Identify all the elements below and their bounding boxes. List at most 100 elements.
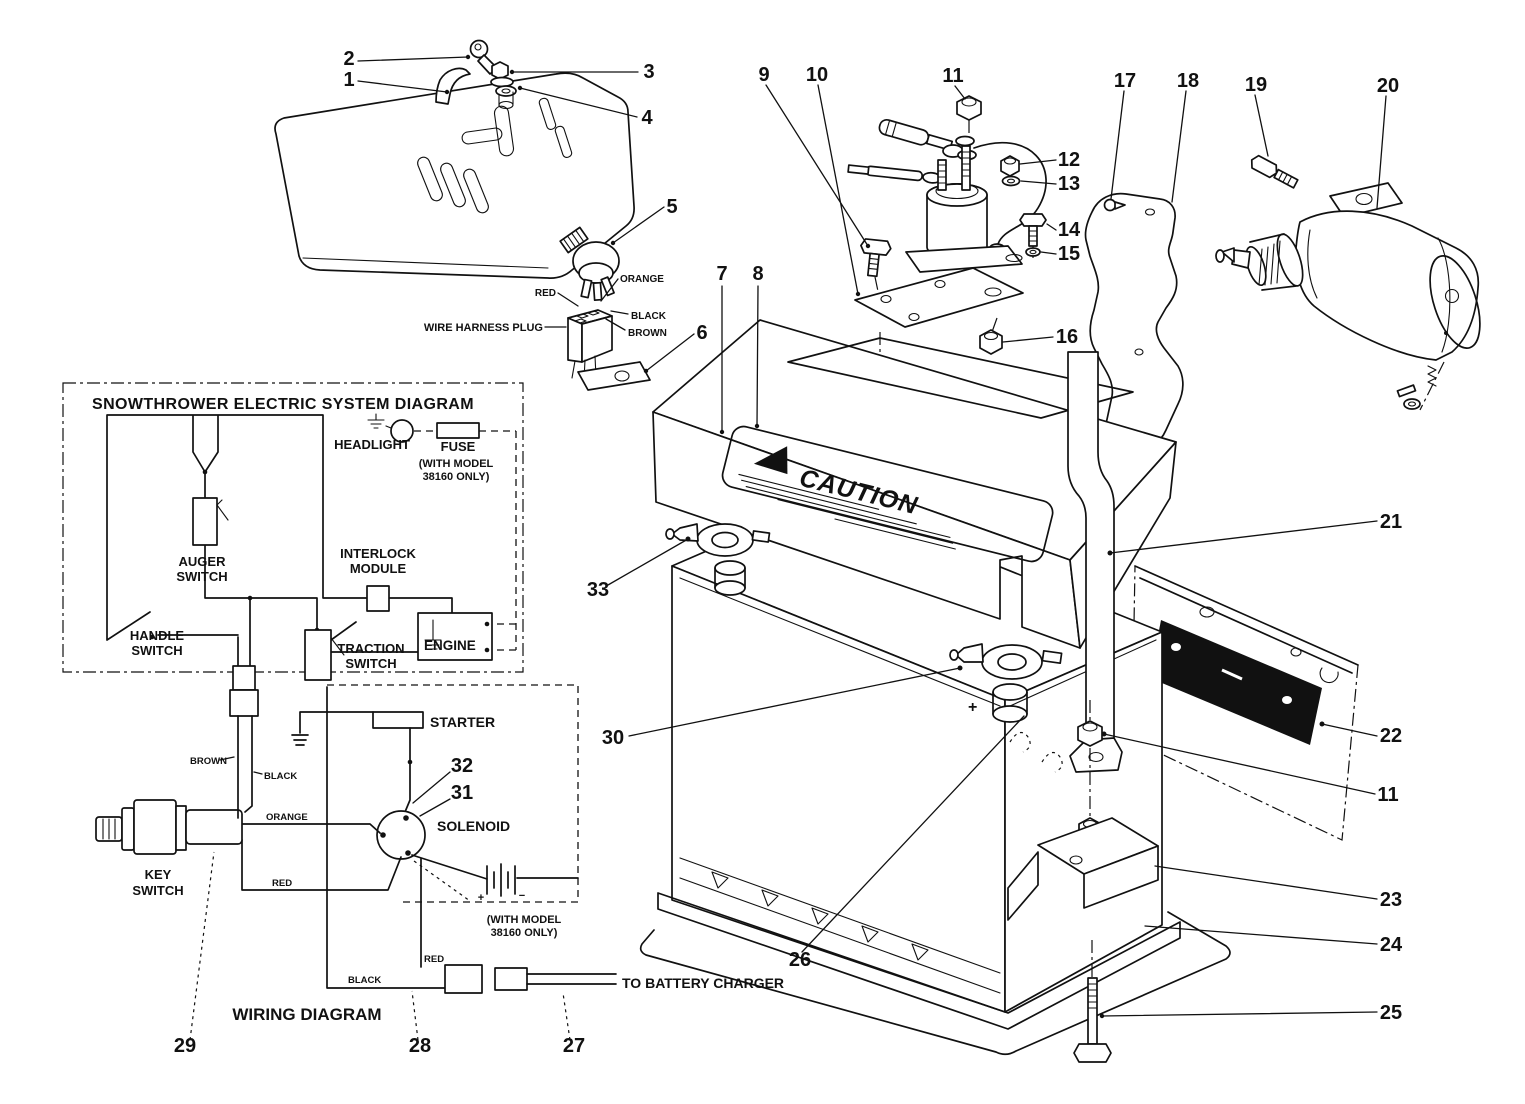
ignition-nut <box>490 61 514 88</box>
harness-connector-symbol <box>229 689 259 717</box>
callout-14: 14 <box>1058 219 1081 241</box>
wire-harness-plug <box>567 309 613 381</box>
callout-25: 25 <box>1380 1002 1402 1024</box>
svg-text:WIRING DIAGRAM: WIRING DIAGRAM <box>232 1005 381 1024</box>
electric-system-schematic: SNOWTHROWER ELECTRIC SYSTEM DIAGRAM HEAD… <box>62 382 524 717</box>
wiring-diagram: + − (WITH MODEL 38160 ONLY) BROWN BLACK … <box>95 684 784 1024</box>
screw-17 <box>1103 198 1126 212</box>
hold-down-strap <box>1067 351 1123 773</box>
cable-loop <box>973 141 1047 245</box>
callout-5: 5 <box>666 196 677 218</box>
louver-tabs <box>711 871 929 961</box>
callout-26: 26 <box>789 949 811 971</box>
traction-switch-symbol <box>304 629 332 681</box>
harness-brown: BROWN <box>628 328 667 339</box>
ground-symbol <box>367 413 392 429</box>
headlight-symbol <box>390 419 414 443</box>
callout-23: 23 <box>1380 889 1402 911</box>
washer-15 <box>1025 247 1041 257</box>
schematic-title: SNOWTHROWER ELECTRIC SYSTEM DIAGRAM <box>92 396 474 413</box>
callout-13: 13 <box>1058 173 1080 195</box>
callout-24: 24 <box>1380 934 1403 956</box>
svg-text:SWITCH: SWITCH <box>176 569 227 584</box>
harness-red: RED <box>535 288 556 299</box>
callout-3: 3 <box>643 61 654 83</box>
svg-text:(WITH MODEL: (WITH MODEL <box>487 914 562 926</box>
end-cap <box>1403 398 1421 410</box>
svg-text:AUGER: AUGER <box>179 554 227 569</box>
svg-text:SWITCH: SWITCH <box>132 883 183 898</box>
callout-6: 6 <box>696 322 707 344</box>
svg-text:BLACK: BLACK <box>348 975 381 986</box>
callout-19: 19 <box>1245 74 1267 96</box>
warning-triangle-icon <box>753 446 788 475</box>
callout-18: 18 <box>1177 70 1199 92</box>
drive-pin <box>1396 384 1417 398</box>
svg-text:HANDLE: HANDLE <box>130 628 184 643</box>
carriage-bolt-25 <box>1073 977 1112 1063</box>
svg-text:RED: RED <box>424 954 444 965</box>
callout-12: 12 <box>1058 149 1080 171</box>
svg-text:−: − <box>519 890 525 902</box>
harness-orange: ORANGE <box>620 274 664 285</box>
hold-down-bracket-23 <box>1007 817 1159 921</box>
headlight-switch <box>559 226 620 302</box>
fuse-symbol <box>436 422 480 439</box>
callout-30: 30 <box>602 727 624 749</box>
callout-1: 1 <box>343 69 354 91</box>
harness-label: WIRE HARNESS PLUG <box>424 322 543 334</box>
svg-text:+: + <box>478 892 484 904</box>
svg-text:38160 ONLY): 38160 ONLY) <box>491 927 558 939</box>
support-bracket <box>1084 192 1184 452</box>
callout-22: 22 <box>1380 725 1402 747</box>
schematic-border <box>62 382 524 673</box>
solenoid-assembly <box>847 95 1047 355</box>
svg-text:FUSE: FUSE <box>441 439 476 454</box>
svg-text:STARTER: STARTER <box>430 714 495 730</box>
callout-4: 4 <box>641 107 653 129</box>
svg-text:(WITH MODEL: (WITH MODEL <box>419 458 494 470</box>
svg-text:HEADLIGHT: HEADLIGHT <box>334 437 410 452</box>
rubber-pad <box>1150 620 1322 745</box>
svg-text:SWITCH: SWITCH <box>131 643 182 658</box>
bolt-14 <box>1019 213 1047 247</box>
svg-text:MODULE: MODULE <box>350 561 407 576</box>
plate-bolt <box>860 238 892 278</box>
key-switch-bracket <box>435 67 471 105</box>
engine-symbol <box>417 612 493 661</box>
starter-symbol <box>372 711 424 729</box>
callout-10: 10 <box>806 64 828 86</box>
callout-11b: 11 <box>1377 784 1398 806</box>
callout-9: 9 <box>758 64 769 86</box>
callout-16: 16 <box>1056 326 1078 348</box>
strap-foot <box>1069 737 1123 773</box>
svg-text:ENGINE: ENGINE <box>424 638 476 653</box>
control-panel-assembly <box>274 39 651 391</box>
charger-connector <box>444 964 483 994</box>
callout-leaders <box>189 54 1387 1041</box>
charger-connector <box>494 967 528 991</box>
callout-2: 2 <box>343 48 354 70</box>
strap-nut <box>1077 720 1103 747</box>
callout-17: 17 <box>1114 70 1136 92</box>
svg-text:SWITCH: SWITCH <box>345 656 396 671</box>
auger-switch-symbol <box>192 497 218 546</box>
callout-numbers: 2 1 3 4 5 6 7 8 9 10 11 12 13 14 15 16 1… <box>174 48 1403 1057</box>
callout-27: 27 <box>563 1035 585 1057</box>
washer-13 <box>1001 175 1021 187</box>
callout-7: 7 <box>716 263 727 285</box>
terminal-nut <box>956 95 982 121</box>
callout-20: 20 <box>1377 75 1399 97</box>
callout-33: 33 <box>587 579 609 601</box>
callout-29: 29 <box>174 1035 196 1057</box>
battery-positive-mark: + <box>968 699 977 716</box>
brush-spring <box>1427 365 1437 387</box>
small-cable-terminal <box>847 164 942 184</box>
svg-text:BROWN: BROWN <box>190 756 227 767</box>
negative-terminal-clamp <box>665 523 771 596</box>
svg-text:ORANGE: ORANGE <box>266 812 308 823</box>
svg-text:RED: RED <box>272 878 292 889</box>
callout-32: 32 <box>451 755 473 777</box>
